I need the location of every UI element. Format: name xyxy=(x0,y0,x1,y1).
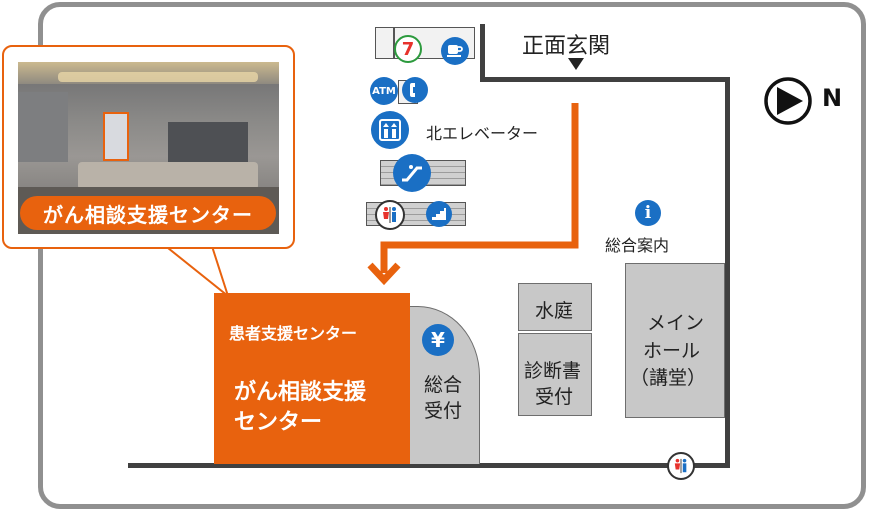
restroom-icon xyxy=(375,200,405,230)
coffee-icon xyxy=(441,37,469,65)
certificate-reception xyxy=(518,333,592,416)
seven-eleven-icon: 7 xyxy=(394,35,422,63)
main-hall xyxy=(625,263,725,418)
cancer-consultation-center xyxy=(214,293,410,464)
stairs-icon xyxy=(426,201,452,227)
main-hall-label-1: メイン xyxy=(647,312,705,334)
route-path xyxy=(367,103,579,286)
phone-icon xyxy=(402,77,428,103)
atm-icon: ATM xyxy=(370,77,398,105)
seven-eleven-label: 7 xyxy=(401,38,415,60)
callout-label: がん相談支援センター xyxy=(20,196,276,230)
yen-icon: ¥ xyxy=(422,324,454,356)
callout-pointer xyxy=(156,240,230,299)
north-elevator-label: 北エレベーター xyxy=(426,124,539,143)
yen-icon-label: ¥ xyxy=(431,328,445,352)
info-icon-label: i xyxy=(644,203,652,223)
map-frame xyxy=(38,2,866,509)
restroom-bottom-icon xyxy=(667,452,695,480)
entrance-arrow-icon xyxy=(568,58,584,70)
wall-right xyxy=(725,77,730,468)
general-reception-label-1: 総合 xyxy=(424,374,463,396)
cancer-consult-label-2: センター xyxy=(234,410,323,435)
main-hall-label-2: ホール xyxy=(643,340,701,362)
elevator-icon xyxy=(371,111,409,149)
patient-support-label: 患者支援センター xyxy=(229,324,358,343)
certificate-label-1: 診断書 xyxy=(524,360,582,382)
north-arrow-icon xyxy=(764,77,812,125)
main-entrance-label: 正面玄関 xyxy=(522,34,611,59)
north-label: N xyxy=(822,84,843,112)
main-hall-label-3: （講堂） xyxy=(630,367,707,389)
general-reception-label-2: 受付 xyxy=(424,400,463,422)
cancer-consult-label-1: がん相談支援 xyxy=(234,380,367,405)
wall-entrance-vertical xyxy=(480,24,485,80)
info-icon: i xyxy=(635,200,661,226)
water-garden xyxy=(518,283,592,331)
water-garden-label: 水庭 xyxy=(535,300,574,322)
certificate-label-2: 受付 xyxy=(535,386,574,408)
wall-entrance-horizontal xyxy=(480,77,730,82)
shop-divider xyxy=(393,27,395,59)
general-info-label: 総合案内 xyxy=(605,236,670,255)
escalator-icon xyxy=(393,154,431,192)
atm-label: ATM xyxy=(372,85,396,97)
wall-bottom xyxy=(128,463,730,468)
